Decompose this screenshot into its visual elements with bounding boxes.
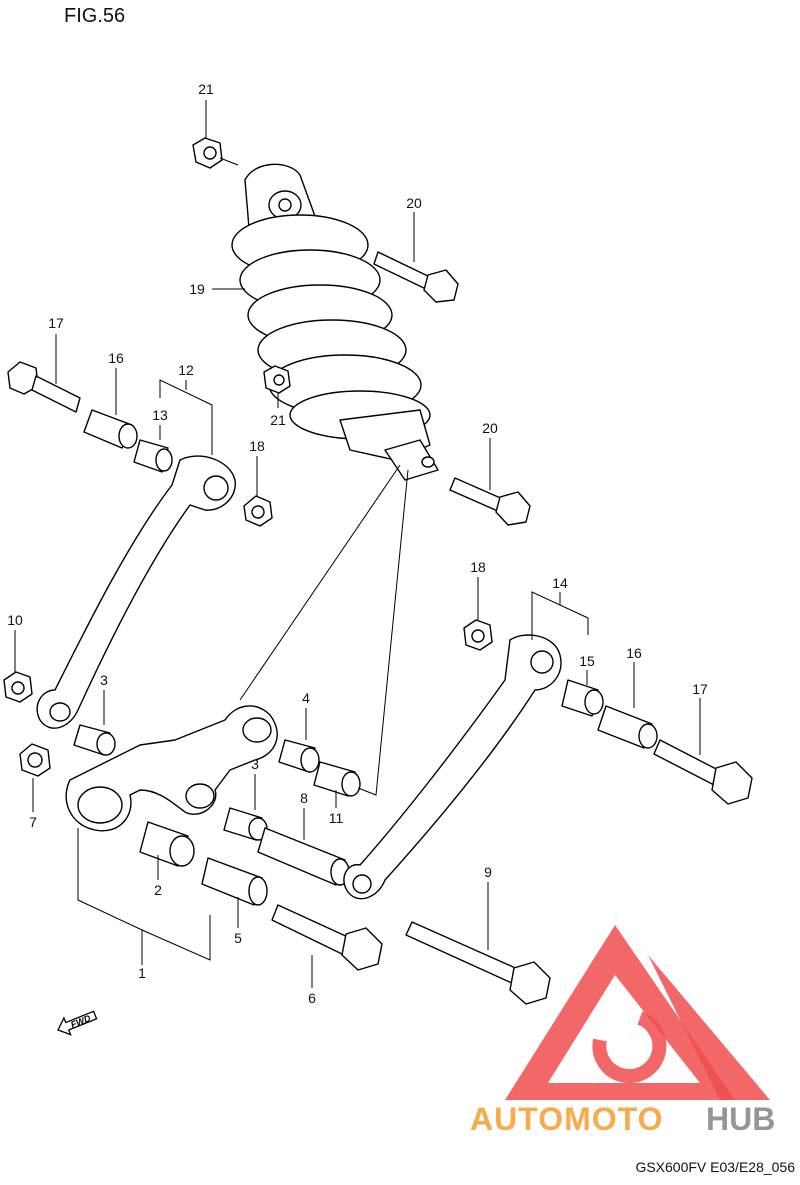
callout-3-left: 3 [100, 672, 108, 688]
cushion-rod-12 [36, 455, 236, 729]
callout-7: 7 [29, 814, 37, 830]
callout-1: 1 [138, 965, 146, 981]
nut-18-right [463, 619, 493, 651]
bearing-4 [278, 739, 320, 773]
bolt-17-right [653, 739, 753, 805]
logo-word-b: HUB [706, 1101, 775, 1137]
callout-20-upper: 20 [406, 195, 422, 211]
logo-word-a: AUTOMOTO [470, 1101, 663, 1137]
callout-16-left: 16 [108, 350, 124, 366]
bolt-20-upper [373, 251, 459, 303]
bearing-15 [561, 679, 604, 717]
nut-7 [19, 743, 51, 777]
spacer-16-right [597, 705, 658, 749]
figure-code: GSX600FV E03/E28_056 [635, 1159, 795, 1175]
bolt-6 [271, 904, 383, 971]
bolt-9 [405, 921, 551, 1005]
callout-21-lower: 21 [270, 412, 286, 428]
callout-labels: 21 20 19 17 16 12 13 18 21 20 10 3 4 3 7… [7, 81, 708, 1006]
callout-18-left: 18 [249, 438, 265, 454]
spacer-5 [201, 857, 268, 906]
callout-4: 4 [302, 690, 310, 706]
bearing-13 [133, 439, 173, 473]
callout-13: 13 [152, 407, 168, 423]
callout-14: 14 [552, 575, 568, 591]
figure-title: FIG.56 [64, 5, 125, 27]
callout-17-right: 17 [692, 681, 708, 697]
bearing-3-center [223, 807, 268, 841]
forward-direction-arrow: FWD [57, 1010, 98, 1036]
bearing-2 [139, 821, 195, 867]
collar-11 [313, 761, 361, 797]
callout-20-lower: 20 [482, 420, 498, 436]
leader-lines [14, 100, 701, 988]
callout-6: 6 [308, 990, 316, 1006]
callout-16-right: 16 [626, 645, 642, 661]
cushion-lever-1 [65, 705, 278, 832]
callout-10: 10 [7, 612, 23, 628]
nut-21-lower [263, 365, 291, 394]
rear-shock-absorber [231, 163, 439, 481]
automotohub-logo: AUTOMOTO HUB [470, 925, 775, 1137]
callout-2: 2 [154, 882, 162, 898]
callout-15: 15 [579, 653, 595, 669]
bolt-17-left [7, 361, 81, 413]
nut-18-left [243, 495, 273, 527]
spacer-16-left [83, 409, 138, 449]
bearing-3-left [73, 724, 116, 756]
fwd-label: FWD [69, 1013, 92, 1030]
cushion-rod-14 [343, 634, 562, 900]
nut-21-upper [192, 137, 223, 169]
nut-10 [3, 671, 33, 703]
callout-9: 9 [484, 864, 492, 880]
callout-12: 12 [178, 362, 194, 378]
callout-5: 5 [234, 930, 242, 946]
spacer-8 [257, 827, 350, 886]
callout-19: 19 [189, 281, 205, 297]
callout-3-center: 3 [251, 756, 259, 772]
callout-11: 11 [329, 810, 344, 826]
bolt-20-lower [449, 477, 531, 526]
callout-8: 8 [300, 790, 308, 806]
callout-21-upper: 21 [198, 81, 214, 97]
callout-17-left: 17 [48, 315, 64, 331]
callout-18-right: 18 [470, 559, 486, 575]
